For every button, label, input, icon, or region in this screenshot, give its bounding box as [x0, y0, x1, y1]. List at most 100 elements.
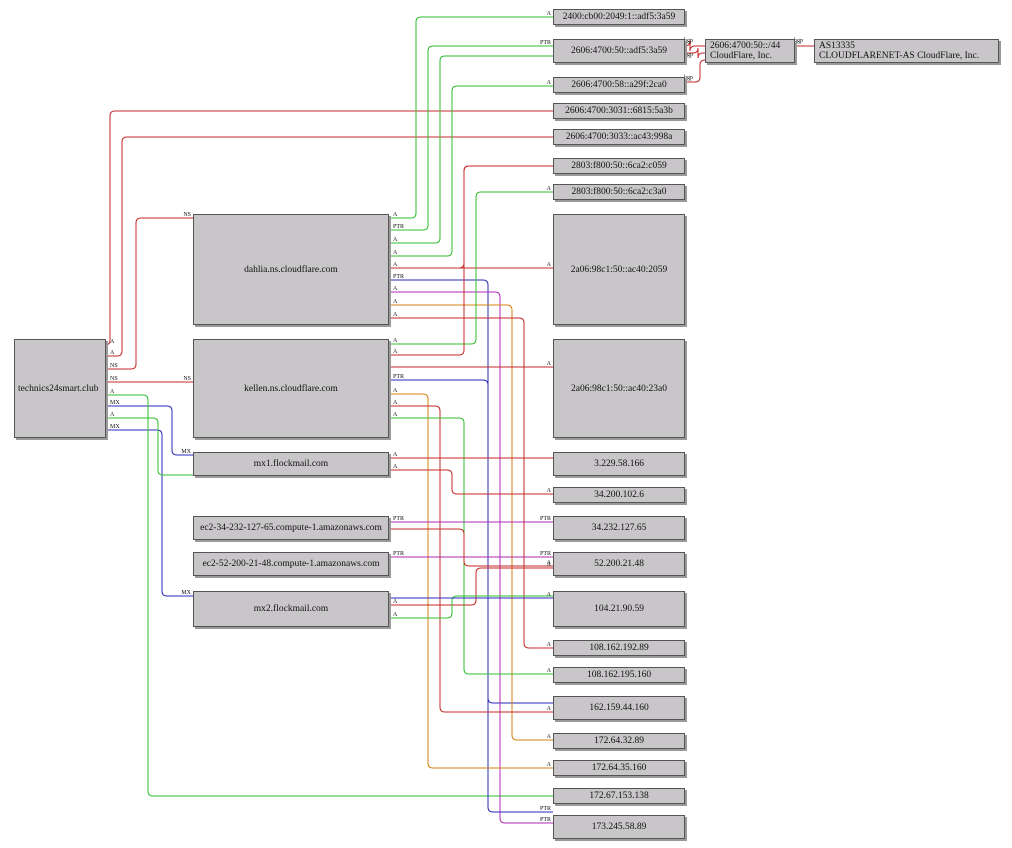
- node-kellen-ns[interactable]: kellen.ns.cloudflare.com: [193, 339, 389, 438]
- edge-label: A: [393, 612, 398, 618]
- edge-label: A: [547, 668, 552, 674]
- edge-line-2: [106, 136, 553, 357]
- edge-label: A: [547, 80, 552, 86]
- edge-label: NS: [183, 376, 191, 382]
- node-ip-2803-c059[interactable]: 2803:f800:50::6ca2:c059: [553, 158, 685, 174]
- node-ip-34-200[interactable]: 34.200.102.6: [553, 487, 685, 503]
- edge-line-7: [106, 394, 553, 797]
- node-ip-108-162-192[interactable]: 108.162.192.89: [553, 640, 685, 656]
- node-ip-172-64-35[interactable]: 172.64.35.160: [553, 760, 685, 776]
- edge-line-11: [389, 55, 553, 244]
- node-asn[interactable]: AS13335 CLOUDFLARENET-AS CloudFlare, Inc…: [814, 39, 999, 63]
- node-bgp-prefix[interactable]: 2606:4700:50::/44 CloudFlare, Inc.: [705, 39, 795, 63]
- node-ec2-b[interactable]: ec2-52-200-21-48.compute-1.amazonaws.com: [193, 552, 389, 576]
- node-ip-162-159[interactable]: 162.159.44.160: [553, 696, 685, 720]
- edge-label: A: [393, 237, 398, 243]
- edge-line-24: [389, 405, 553, 713]
- edge-label: A: [110, 389, 115, 395]
- edge-line-6: [106, 429, 193, 597]
- edge-label: A: [547, 361, 552, 367]
- node-ip-2606-3033[interactable]: 2606:4700:3033::ac43:998a: [553, 129, 685, 145]
- node-mx2[interactable]: mx2.flockmail.com: [193, 591, 389, 627]
- edge-line-36: [685, 59, 706, 83]
- edge-label: MX: [181, 590, 191, 596]
- node-ip-34-232[interactable]: 34.232.127.65: [553, 516, 685, 540]
- edge-line-19: [389, 191, 553, 345]
- asn-name: CLOUDFLARENET-AS CloudFlare, Inc.: [819, 51, 980, 61]
- edge-line-35: [685, 47, 705, 59]
- edge-label: A: [547, 186, 552, 192]
- edge-label: A: [393, 338, 398, 344]
- node-domain-root[interactable]: technics24smart.club: [14, 339, 106, 438]
- edge-label: A: [393, 312, 398, 318]
- edge-line-12: [389, 85, 553, 257]
- edge-label: A: [110, 412, 115, 418]
- edge-label: MX: [181, 449, 191, 455]
- node-ip-2400-cb00[interactable]: 2400:cb00:2049:1::adf5:3a59: [553, 9, 685, 25]
- node-ip-104-21[interactable]: 104.21.90.59: [553, 591, 685, 627]
- edge-label: PTR: [540, 516, 551, 522]
- edge-label: A: [393, 286, 398, 292]
- asn-number: AS13335: [819, 41, 855, 51]
- edge-label: A: [547, 762, 552, 768]
- edge-line-10: [389, 45, 553, 231]
- edge-label: A: [547, 11, 552, 17]
- edge-label: PTR: [540, 817, 551, 823]
- edge-label: NS: [183, 212, 191, 218]
- bgp-prefix-label: 2606:4700:50::/44: [710, 41, 781, 51]
- edge-label: MX: [110, 400, 120, 406]
- edge-label: PTR: [393, 516, 404, 522]
- node-ip-2a06-23a0[interactable]: 2a06:98c1:50::ac40:23a0: [553, 339, 685, 438]
- node-ip-172-67[interactable]: 172.67.153.138: [553, 788, 685, 804]
- edge-line-30: [389, 528, 553, 567]
- edge-label: PTR: [393, 374, 404, 380]
- edge-label: A: [393, 452, 398, 458]
- edge-label: bgp: [684, 75, 693, 81]
- edge-label: A: [393, 262, 398, 268]
- edge-label: NS: [110, 376, 118, 382]
- edge-label: bgp: [794, 38, 803, 44]
- edge-label: A: [547, 592, 552, 598]
- edge-label: NS: [110, 363, 118, 369]
- edge-label: A: [110, 339, 115, 345]
- edge-line-15: [389, 279, 553, 704]
- node-ip-2a06-2059[interactable]: 2a06:98c1:50::ac40:2059: [553, 214, 685, 325]
- edge-label: bgp: [684, 38, 693, 44]
- edge-line-21: [389, 165, 553, 356]
- edge-label: A: [393, 400, 398, 406]
- edge-label: A: [547, 488, 552, 494]
- edge-line-9: [389, 16, 553, 219]
- edge-label: PTR: [540, 806, 551, 812]
- bgp-prefix-org: CloudFlare, Inc.: [710, 51, 773, 61]
- edge-line-25: [389, 417, 553, 675]
- node-ip-108-162-195[interactable]: 108.162.195.160: [553, 667, 685, 683]
- edge-line-5: [106, 405, 193, 456]
- node-ip-3-229[interactable]: 3.229.58.166: [553, 452, 685, 476]
- edge-label: A: [547, 642, 552, 648]
- edge-line-34: [684, 40, 705, 52]
- edge-label: A: [393, 464, 398, 470]
- node-mx1[interactable]: mx1.flockmail.com: [193, 452, 389, 476]
- node-ip-52-200[interactable]: 52.200.21.48: [553, 552, 685, 576]
- node-dahlia-ns[interactable]: dahlia.ns.cloudflare.com: [193, 214, 389, 325]
- node-ip-2803-c3a0[interactable]: 2803:f800:50::6ca2:c3a0: [553, 184, 685, 200]
- edge-label: A: [393, 412, 398, 418]
- edge-label: PTR: [393, 224, 404, 230]
- edge-line-31: [389, 567, 553, 606]
- edge-line-27: [389, 469, 553, 495]
- node-ip-2606-3031[interactable]: 2606:4700:3031::6815:5a3b: [553, 103, 685, 119]
- edge-line-32: [389, 595, 553, 619]
- edge-line-8: [106, 417, 193, 476]
- node-ip-2606-50[interactable]: 2606:4700:50::adf5:3a59: [553, 39, 685, 63]
- node-ip-2606-58[interactable]: 2606:4700:58::a29f:2ca0: [553, 77, 685, 93]
- edge-label: A: [547, 562, 552, 568]
- edge-label: A: [393, 388, 398, 394]
- edge-label: A: [547, 706, 552, 712]
- edge-label: MX: [110, 424, 120, 430]
- node-ip-173-245[interactable]: 173.245.58.89: [553, 815, 685, 839]
- edge-label: PTR: [540, 551, 551, 557]
- node-ip-172-64-32[interactable]: 172.64.32.89: [553, 733, 685, 749]
- node-ec2-a[interactable]: ec2-34-232-127-65.compute-1.amazonaws.co…: [193, 516, 389, 540]
